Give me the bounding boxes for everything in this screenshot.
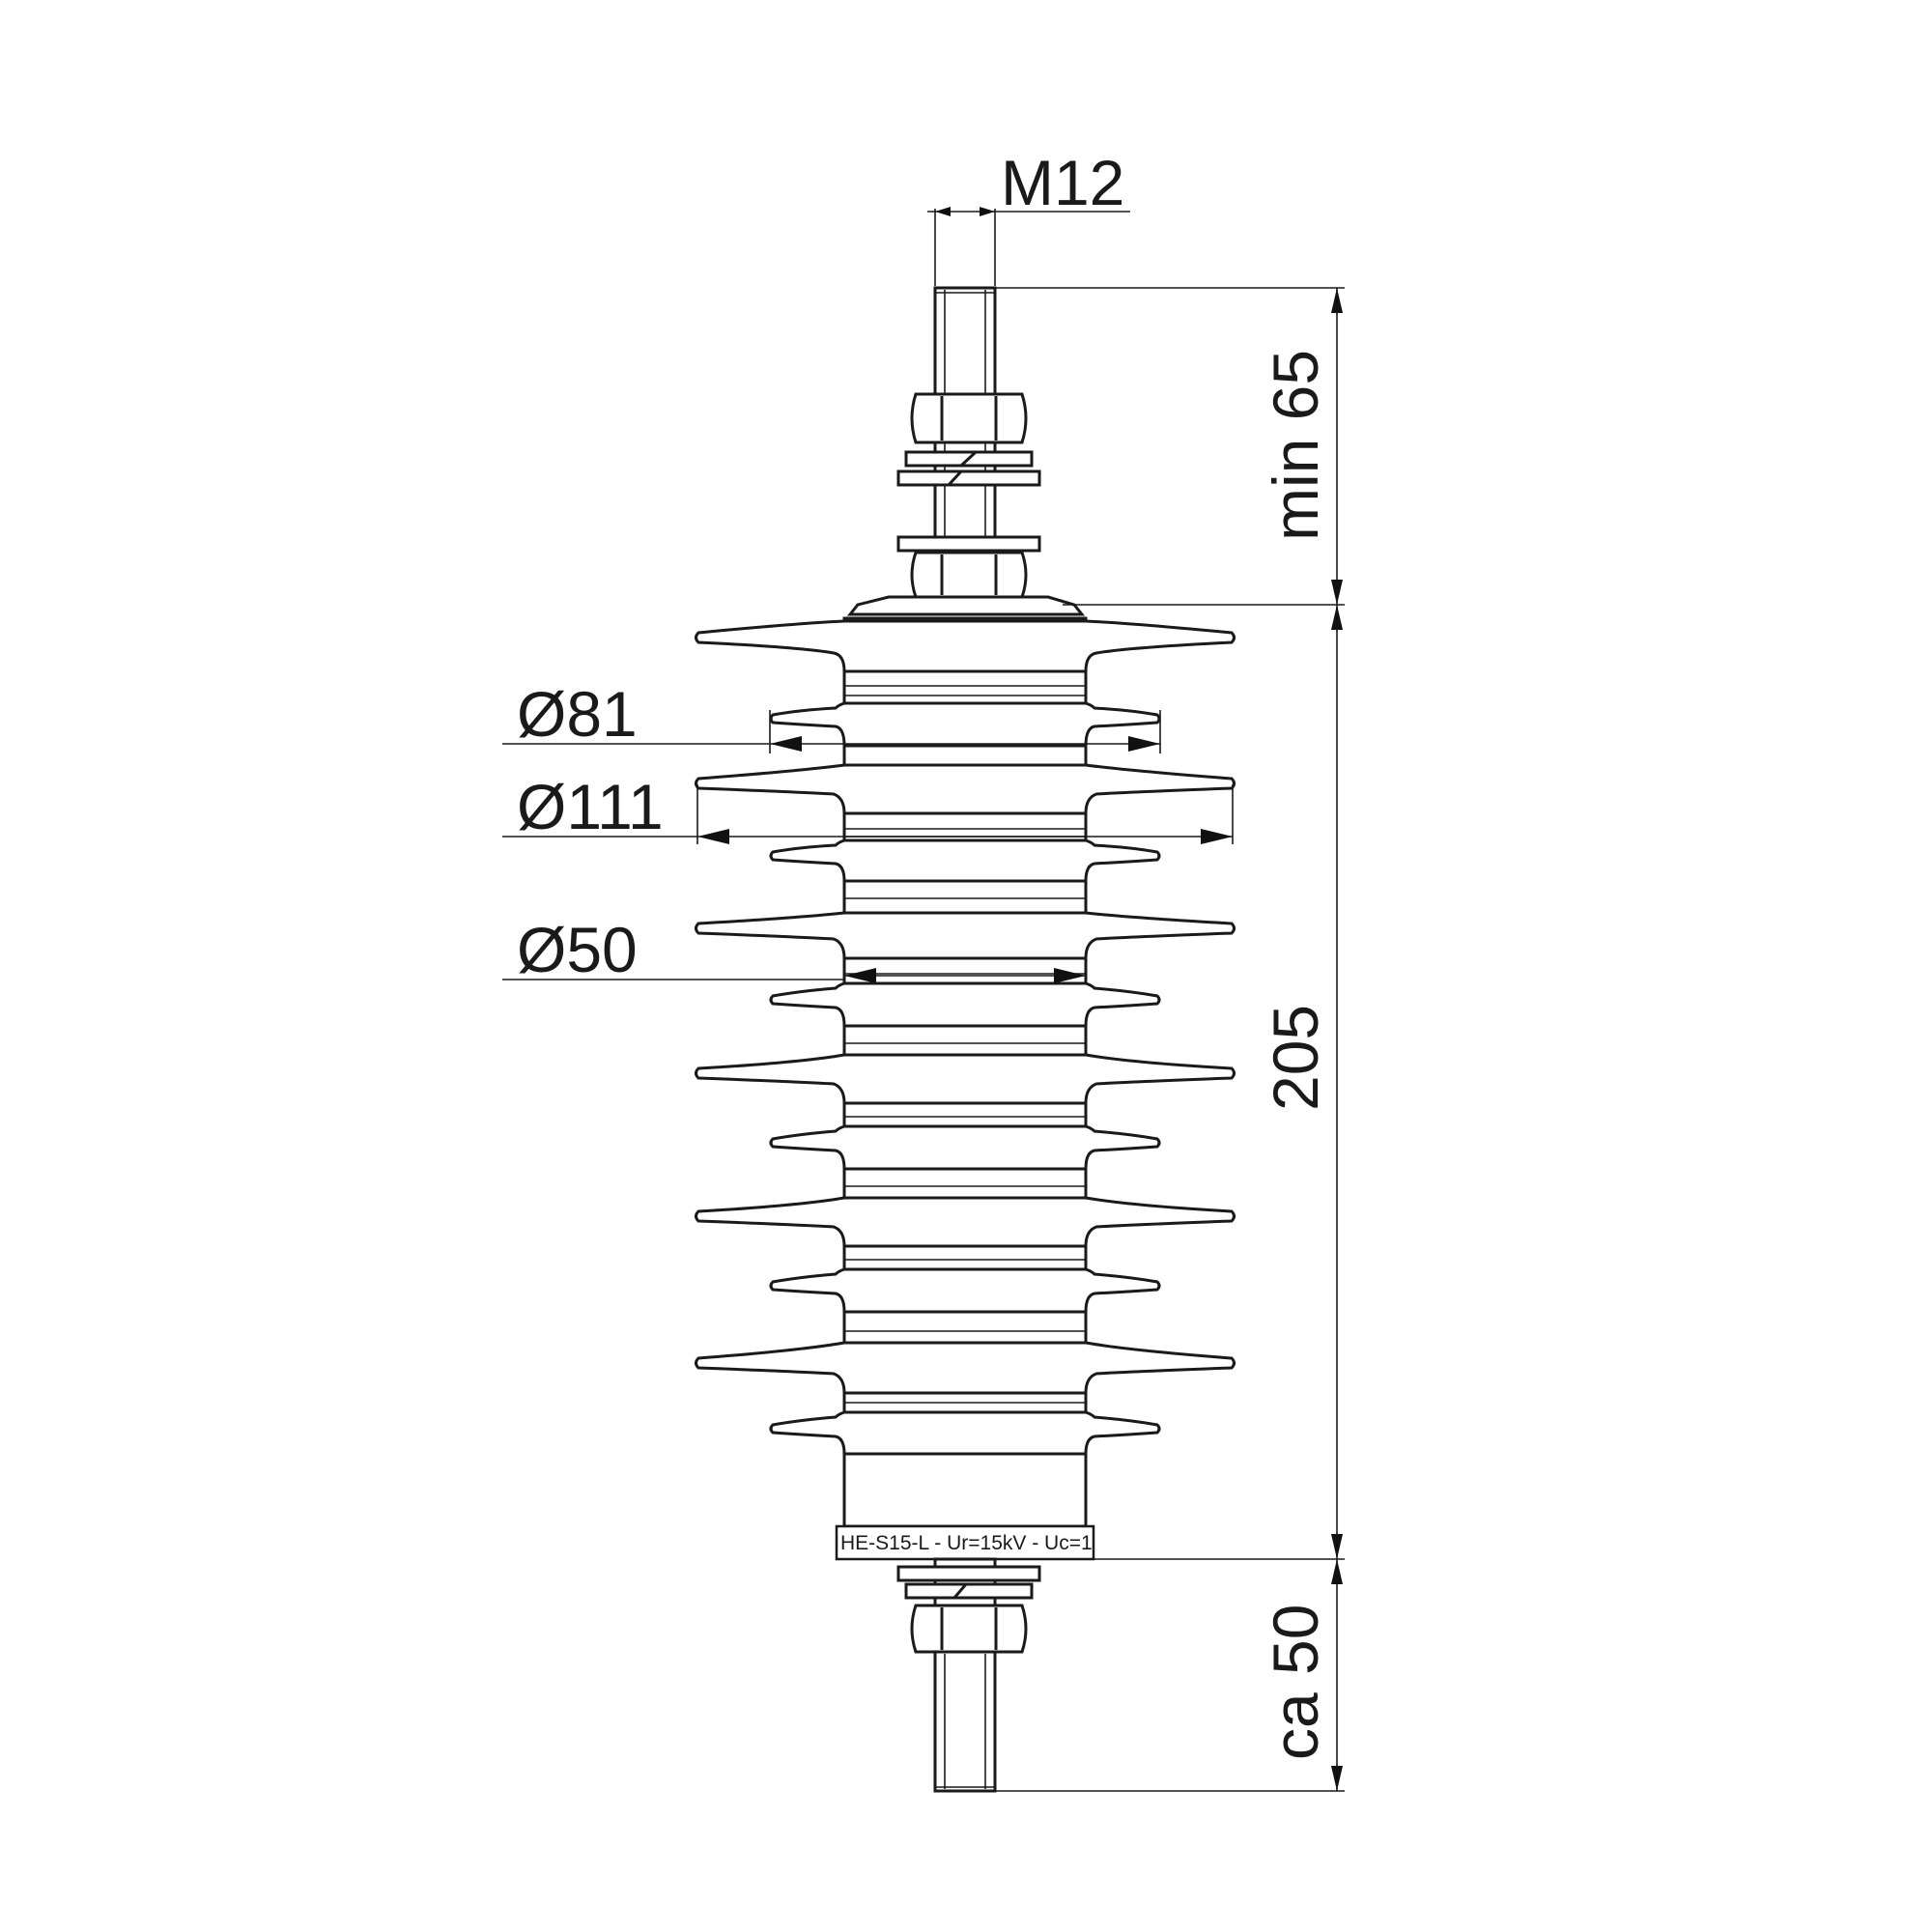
dim-top-length: min 65 xyxy=(1260,288,1343,605)
dim-m12-label: M12 xyxy=(1001,147,1124,218)
nameplate: HE-S15-L - Ur=15kV - Uc=1 xyxy=(835,1524,1095,1561)
nameplate-text: HE-S15-L - Ur=15kV - Uc=1 xyxy=(840,1532,1093,1554)
core-rib-lines xyxy=(844,685,1086,1404)
arrester-housing xyxy=(695,616,1236,1528)
dim-dia-50: Ø50 xyxy=(502,914,1086,985)
dim-top-length-label: min 65 xyxy=(1260,350,1331,541)
dim-dia-111: Ø111 xyxy=(502,771,1234,844)
shed-large-5 xyxy=(695,1196,1236,1248)
dim-bottom-length: ca 50 xyxy=(1260,1559,1343,1791)
shed-large-1 xyxy=(695,619,1236,673)
dim-body-length-label: 205 xyxy=(1260,1005,1331,1111)
top-spring-washer xyxy=(896,450,1041,487)
shed-small-4 xyxy=(769,1124,1161,1171)
shed-large-2 xyxy=(695,763,1236,815)
dim-dia-50-label: Ø50 xyxy=(517,914,638,985)
shed-small-3 xyxy=(769,981,1161,1028)
shed-small-2 xyxy=(769,838,1161,883)
shed-large-6 xyxy=(695,1341,1236,1395)
bottom-flat-washer xyxy=(896,1565,1041,1582)
bottom-spring-washer xyxy=(904,1582,1034,1600)
top-hex-nut-upper xyxy=(910,392,1028,444)
dim-dia-111-label: Ø111 xyxy=(517,771,664,842)
dim-m12: M12 xyxy=(927,147,1130,286)
top-hex-nut-lower xyxy=(910,551,1028,599)
shed-small-6 xyxy=(769,1410,1161,1456)
dim-dia-81: Ø81 xyxy=(502,678,1161,753)
bottom-hex-nut xyxy=(910,1604,1028,1654)
shed-large-4 xyxy=(695,1053,1236,1105)
top-end-cap xyxy=(846,595,1086,616)
shed-large-3 xyxy=(695,911,1236,960)
dim-bottom-length-label: ca 50 xyxy=(1260,1605,1331,1760)
dim-dia-81-label: Ø81 xyxy=(517,678,638,750)
shed-small-5 xyxy=(769,1267,1161,1314)
shed-small-1 xyxy=(769,701,1161,748)
dim-body-length: 205 xyxy=(1260,605,1343,1559)
top-washer-lower xyxy=(896,535,1041,553)
